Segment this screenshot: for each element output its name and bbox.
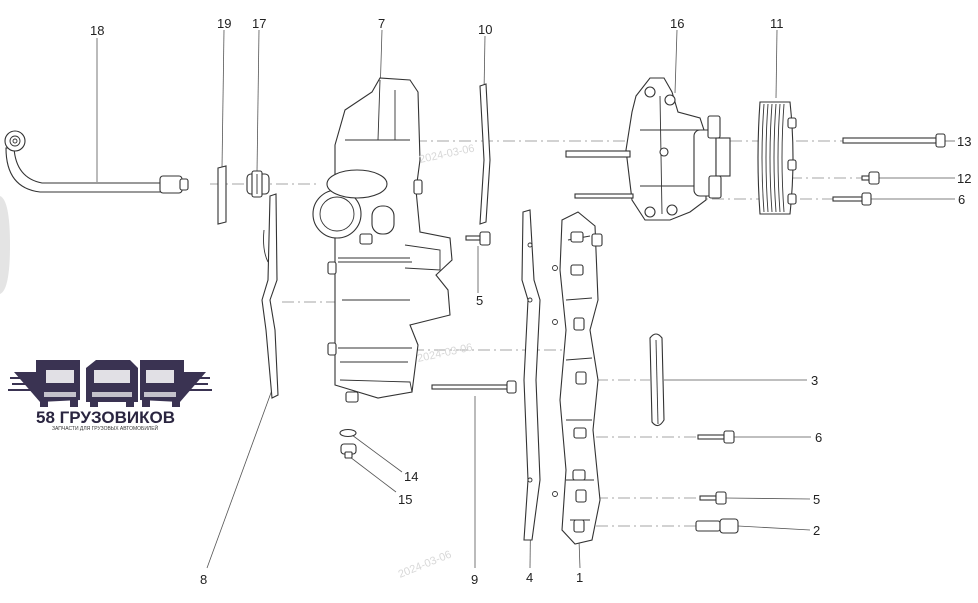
part-17-connector bbox=[246, 170, 270, 198]
callout-16: 16 bbox=[670, 16, 684, 31]
part-5-bolt-lower bbox=[699, 491, 727, 505]
truck-icon bbox=[140, 360, 212, 407]
callout-1: 1 bbox=[576, 570, 583, 585]
part-3-seal bbox=[649, 333, 665, 427]
part-1-cover bbox=[559, 211, 603, 545]
part-12-bolt bbox=[861, 171, 880, 185]
part-6-bolt-upper bbox=[832, 192, 872, 206]
truck-icons bbox=[8, 360, 212, 407]
logo-name: 58 ГРУЗОВИКОВ bbox=[36, 408, 175, 427]
part-16-pump bbox=[565, 77, 731, 221]
callout-5-lower: 5 bbox=[813, 492, 820, 507]
part-10-gasket bbox=[479, 83, 491, 225]
part-7-housing bbox=[312, 77, 453, 403]
callout-7: 7 bbox=[378, 16, 385, 31]
part-8-gasket bbox=[261, 193, 279, 399]
callout-11: 11 bbox=[770, 16, 784, 31]
part-4-gasket bbox=[521, 209, 558, 541]
callout-5-upper: 5 bbox=[476, 293, 483, 308]
truck-icon bbox=[86, 360, 138, 407]
callout-8: 8 bbox=[200, 572, 207, 587]
part-14-washer bbox=[339, 428, 357, 438]
callout-10: 10 bbox=[478, 22, 492, 37]
part-11-pulley bbox=[757, 101, 797, 215]
watermark-2: 2024-03-06 bbox=[416, 341, 474, 364]
part-13-bolt bbox=[842, 133, 946, 148]
callout-6-lower: 6 bbox=[815, 430, 822, 445]
callout-9: 9 bbox=[471, 572, 478, 587]
brand-logo: 58 ГРУЗОВИКОВ ЗАПЧАСТИ ДЛЯ ГРУЗОВЫХ АВТО… bbox=[8, 360, 212, 432]
callout-14: 14 bbox=[404, 469, 418, 484]
callout-18: 18 bbox=[90, 23, 104, 38]
part-18-pipe bbox=[4, 130, 189, 194]
callout-2: 2 bbox=[813, 523, 820, 538]
part-5-bolt-upper bbox=[465, 231, 491, 246]
part-2-bolt bbox=[695, 518, 739, 534]
part-6-bolt-lower bbox=[697, 430, 735, 444]
watermark-1: 2024-03-06 bbox=[418, 142, 476, 165]
callout-12: 12 bbox=[957, 171, 971, 186]
callout-4: 4 bbox=[526, 570, 533, 585]
callout-19: 19 bbox=[217, 16, 231, 31]
logo-tagline: ЗАПЧАСТИ ДЛЯ ГРУЗОВЫХ АВТОМОБИЛЕЙ bbox=[52, 424, 159, 432]
callout-17: 17 bbox=[252, 16, 266, 31]
part-19-gasket bbox=[217, 165, 227, 225]
callout-15: 15 bbox=[398, 492, 412, 507]
leader-lines bbox=[96, 29, 955, 569]
axis-lines bbox=[210, 140, 862, 527]
callout-6-upper: 6 bbox=[958, 192, 965, 207]
side-tab bbox=[0, 196, 10, 294]
truck-icon bbox=[8, 360, 80, 407]
callout-3: 3 bbox=[811, 373, 818, 388]
part-15-plug bbox=[340, 443, 357, 459]
callout-labels: 18 19 17 7 10 16 11 13 12 6 5 3 6 5 2 14… bbox=[90, 16, 971, 587]
callout-13: 13 bbox=[957, 134, 971, 149]
watermark-3: 2024-03-06 bbox=[397, 549, 454, 581]
part-9-long-bolt bbox=[431, 380, 517, 394]
